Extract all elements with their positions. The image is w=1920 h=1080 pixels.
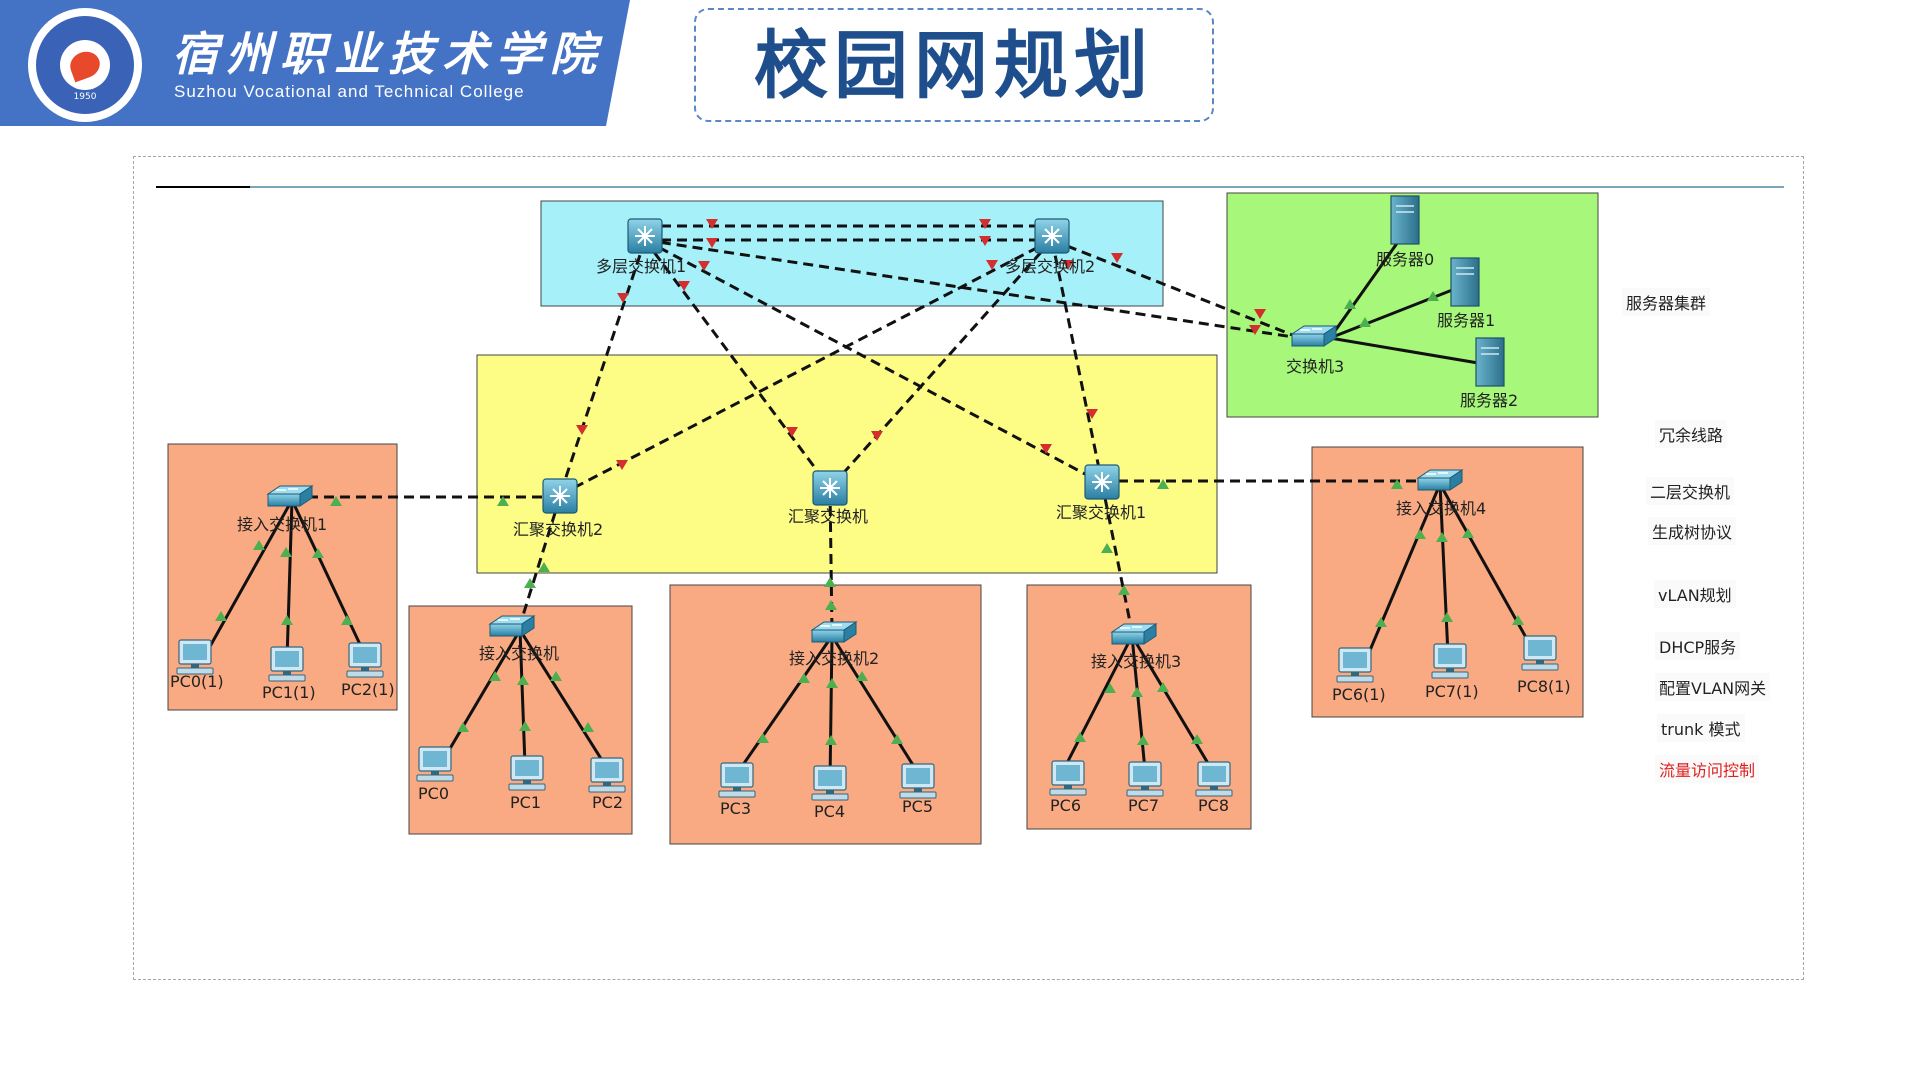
pc-label: PC7	[1128, 796, 1159, 815]
pc-icon	[1126, 761, 1164, 797]
access-switch-2-icon	[811, 621, 857, 643]
pc-icon	[1195, 761, 1233, 797]
server-1-icon	[1450, 257, 1480, 307]
distribution-switch-1-label: 汇聚交换机1	[1056, 503, 1146, 522]
pc-label: PC6	[1050, 796, 1081, 815]
pc-label: PC1	[510, 793, 541, 812]
distribution-zone	[476, 354, 1218, 574]
access-switch-4-label: 接入交换机4	[1396, 499, 1486, 518]
pc-label: PC1(1)	[262, 683, 316, 702]
pc-label: PC6(1)	[1332, 685, 1386, 704]
access-switch-3-icon	[1111, 623, 1157, 645]
pc-label: PC0	[418, 784, 449, 803]
pc-icon	[1431, 643, 1469, 679]
core-switch-1-icon	[627, 218, 663, 254]
legend-vlan-plan: vLAN规划	[1654, 580, 1736, 608]
pc-icon	[268, 646, 306, 682]
topology-canvas-frame	[133, 156, 1804, 980]
distribution-switch-1-icon	[1084, 464, 1120, 500]
legend-l2-switch: 二层交换机	[1646, 477, 1735, 505]
server-0-label: 服务器0	[1376, 250, 1434, 269]
pc-icon	[416, 746, 454, 782]
legend-server-cluster: 服务器集群	[1622, 288, 1711, 316]
access-links	[206, 231, 1535, 783]
access-switch-4-icon	[1417, 469, 1463, 491]
logo-emblem	[60, 40, 110, 90]
legend-vlan-gateway: 配置VLAN网关	[1655, 673, 1771, 701]
access-switch-icon	[489, 615, 535, 637]
core-switch-2-icon	[1034, 218, 1070, 254]
distribution-switch-icon	[812, 470, 848, 506]
page-title: 校园网规划	[754, 23, 1154, 109]
pc-icon	[346, 642, 384, 678]
core-switch-1-label: 多层交换机1	[596, 257, 686, 276]
page-title-box: 校园网规划	[694, 8, 1214, 122]
access-switch-1-label: 接入交换机1	[237, 515, 327, 534]
access-switch-1-icon	[267, 485, 313, 507]
pc-icon	[176, 639, 214, 675]
pc-icon	[1521, 635, 1559, 671]
distribution-switch-label: 汇聚交换机	[788, 507, 868, 526]
legend-acl: 流量访问控制	[1655, 755, 1760, 783]
pc-label: PC2	[592, 793, 623, 812]
pc-label: PC4	[814, 802, 845, 821]
server-2-icon	[1475, 337, 1505, 387]
distribution-switch-2-icon	[542, 478, 578, 514]
pc-label: PC2(1)	[341, 680, 395, 699]
college-name-en: Suzhou Vocational and Technical College	[174, 82, 525, 101]
core-switch-2-label: 多层交换机2	[1005, 257, 1095, 276]
legend-trunk-mode: trunk 模式	[1657, 714, 1745, 742]
access-switch-2-label: 接入交换机2	[789, 649, 879, 668]
college-name-cn: 宿州职业技术学院	[172, 27, 604, 81]
pc-icon	[1336, 647, 1374, 683]
legend-redundant-links: 冗余线路	[1655, 420, 1728, 448]
pc-icon	[508, 755, 546, 791]
pc-icon	[811, 765, 849, 801]
pc-label: PC7(1)	[1425, 682, 1479, 701]
switch3-icon	[1291, 325, 1337, 347]
server-2-label: 服务器2	[1460, 391, 1518, 410]
pc-label: PC8(1)	[1517, 677, 1571, 696]
pc-label: PC0(1)	[170, 672, 224, 691]
server-1-label: 服务器1	[1437, 311, 1495, 330]
pc-icon	[899, 763, 937, 799]
legend-dhcp: DHCP服务	[1655, 632, 1741, 660]
distribution-switch-2-label: 汇聚交换机2	[513, 520, 603, 539]
pc-icon	[588, 757, 626, 793]
pc-label: PC8	[1198, 796, 1229, 815]
logo-ring: 1950	[36, 16, 134, 114]
pc-icon	[718, 762, 756, 798]
pc-label: PC3	[720, 799, 751, 818]
legend-stp: 生成树协议	[1648, 517, 1737, 545]
switch3-label: 交换机3	[1286, 357, 1344, 376]
logo-year: 1950	[73, 92, 97, 102]
access-switch-label: 接入交换机	[479, 644, 559, 663]
server-0-icon	[1390, 195, 1420, 245]
college-logo: 1950	[28, 8, 142, 122]
pc-icon	[1049, 760, 1087, 796]
pc-label: PC5	[902, 797, 933, 816]
access-switch-3-label: 接入交换机3	[1091, 652, 1181, 671]
